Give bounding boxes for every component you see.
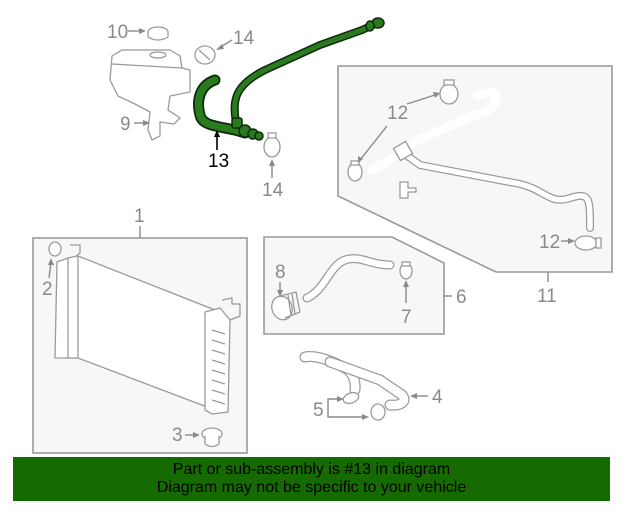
callout-13[interactable]: 13 bbox=[208, 130, 229, 172]
svg-text:8: 8 bbox=[275, 262, 286, 283]
callout-3[interactable]: 3 bbox=[172, 425, 200, 446]
callout-12-top[interactable]: 12 bbox=[358, 92, 440, 163]
svg-text:2: 2 bbox=[42, 279, 53, 300]
svg-text:9: 9 bbox=[120, 114, 131, 135]
svg-text:13: 13 bbox=[208, 151, 229, 172]
reservoir-9 bbox=[109, 49, 191, 141]
svg-text:6: 6 bbox=[456, 287, 467, 308]
callout-5[interactable]: 5 bbox=[313, 396, 369, 421]
svg-text:10: 10 bbox=[107, 22, 128, 43]
cap-10 bbox=[147, 26, 169, 41]
banner-line-disclaimer: Diagram may not be specific to your vehi… bbox=[156, 479, 467, 496]
callout-12-bottom[interactable]: 12 bbox=[539, 232, 575, 253]
svg-text:3: 3 bbox=[172, 425, 183, 446]
coupler-8 bbox=[271, 291, 301, 321]
svg-text:5: 5 bbox=[313, 400, 324, 421]
svg-text:1: 1 bbox=[134, 206, 145, 227]
svg-text:4: 4 bbox=[432, 387, 443, 408]
callout-1[interactable]: 1 bbox=[134, 206, 145, 227]
svg-text:11: 11 bbox=[537, 286, 557, 307]
svg-text:12: 12 bbox=[539, 232, 560, 253]
callout-11[interactable]: 11 bbox=[537, 286, 557, 307]
clamp-14-top bbox=[194, 45, 216, 65]
callout-8[interactable]: 8 bbox=[275, 262, 286, 297]
group-6-box bbox=[263, 236, 452, 335]
svg-text:14: 14 bbox=[262, 180, 284, 201]
callout-4[interactable]: 4 bbox=[410, 387, 443, 408]
callout-9[interactable]: 9 bbox=[120, 114, 150, 135]
group-1-box bbox=[32, 226, 248, 454]
callout-14-bottom[interactable]: 14 bbox=[262, 159, 284, 201]
svg-text:14: 14 bbox=[233, 28, 255, 49]
clamp-14-bottom bbox=[263, 132, 281, 158]
svg-text:12: 12 bbox=[387, 103, 408, 124]
callout-14-top[interactable]: 14 bbox=[216, 28, 255, 50]
radiator-fins bbox=[211, 329, 226, 405]
callout-10[interactable]: 10 bbox=[107, 22, 146, 43]
hose-4 bbox=[299, 351, 410, 421]
callout-6[interactable]: 6 bbox=[456, 287, 467, 308]
hose-13-highlighted[interactable] bbox=[193, 17, 385, 141]
banner-line-part: Part or sub-assembly is #13 in diagram bbox=[172, 461, 451, 478]
callout-7[interactable]: 7 bbox=[401, 280, 412, 328]
group-11-box bbox=[337, 65, 613, 282]
callout-2[interactable]: 2 bbox=[42, 258, 54, 300]
svg-text:7: 7 bbox=[401, 307, 412, 328]
info-banner: Part or sub-assembly is #13 in diagram D… bbox=[13, 457, 610, 501]
